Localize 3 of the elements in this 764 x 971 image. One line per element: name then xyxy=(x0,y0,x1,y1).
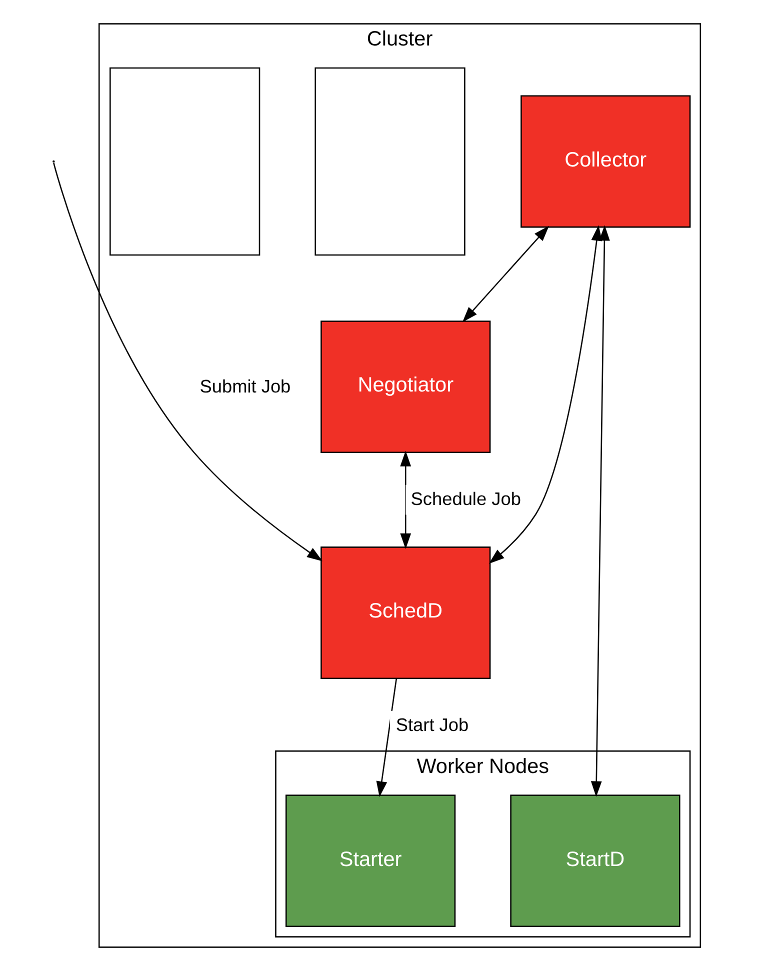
edge-label: Submit Job xyxy=(200,376,291,396)
edge-label: Schedule Job xyxy=(410,489,521,510)
edge-label: Start Job xyxy=(396,715,469,736)
